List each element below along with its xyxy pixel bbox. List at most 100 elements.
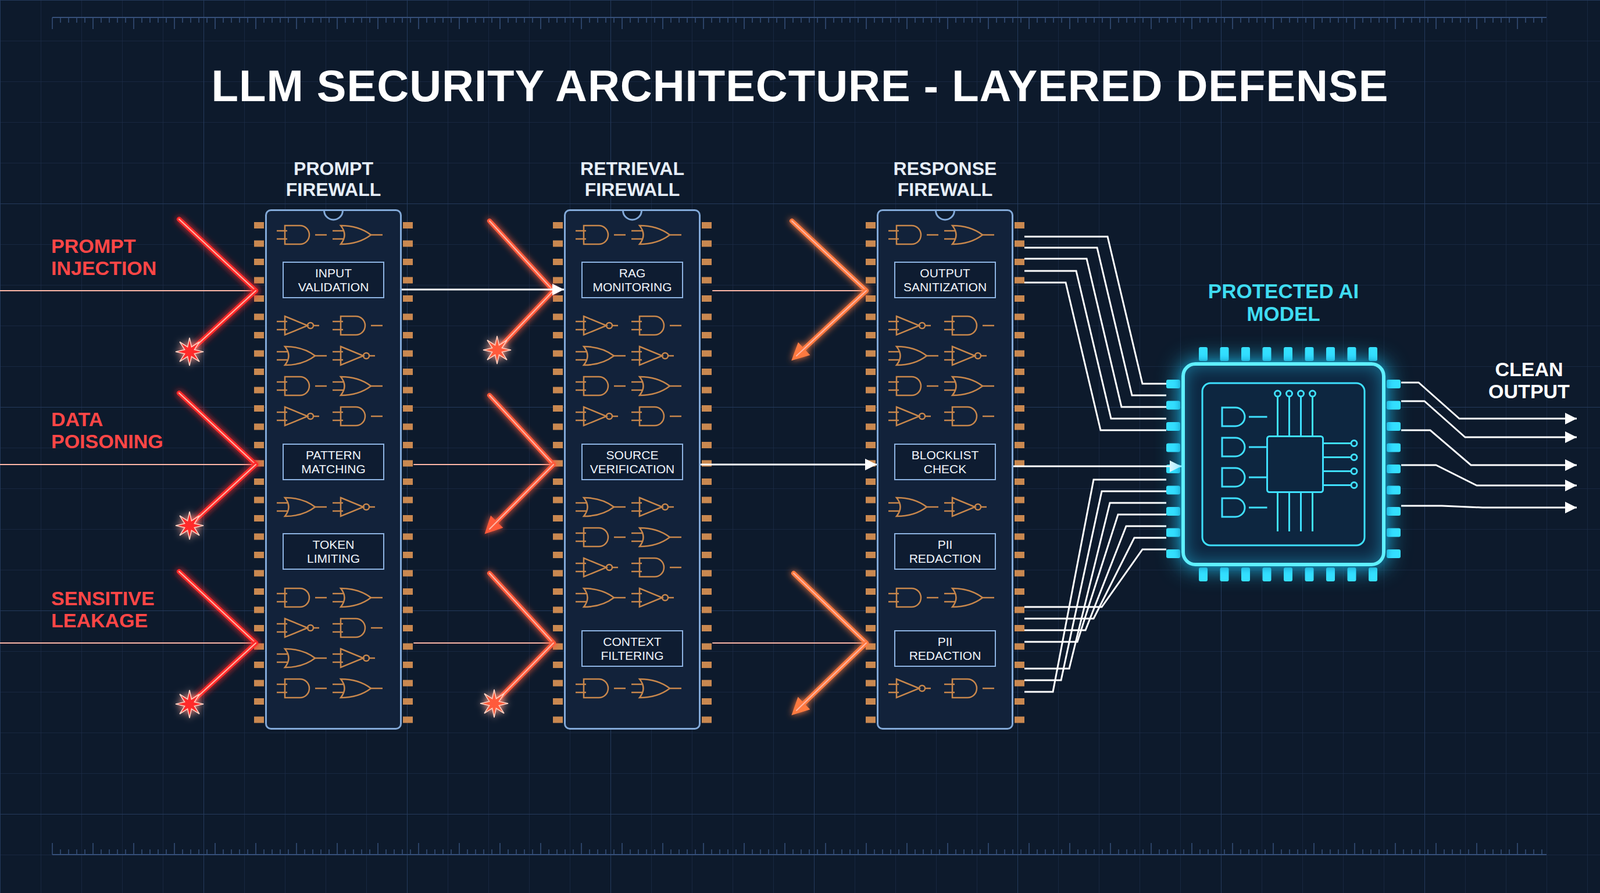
pin [701,570,712,577]
pin [402,716,413,724]
pin [254,497,264,504]
process-box: PII REDACTION [894,533,996,570]
chip-notch [623,210,642,220]
pin [701,643,712,650]
pin [402,588,413,595]
pin [254,295,264,302]
chip-notch [324,210,344,220]
pin [701,331,712,339]
pin [1014,387,1025,394]
pin [1014,441,1025,449]
pin [552,661,563,669]
pin [701,405,712,412]
pin [402,570,413,577]
pin [1014,405,1025,412]
pin [1014,551,1025,559]
process-box: INPUT VALIDATION [282,261,385,299]
pin [552,551,563,559]
pin [402,222,413,229]
threat-arrow [0,219,256,366]
threat-arrow [413,395,554,530]
process-box: PATTERN MATCHING [282,443,385,481]
pin [254,551,264,559]
pin [402,350,413,357]
pin [402,680,413,687]
title: LLM SECURITY ARCHITECTURE - LAYERED DEFE… [0,60,1600,112]
pin [865,460,876,467]
flow-arrow [700,463,877,466]
pin [1014,295,1025,302]
pin [865,441,876,449]
chip-heading: RESPONSE FIREWALL [866,158,1024,201]
pin [254,313,264,321]
pin [552,405,563,412]
pin [254,478,264,485]
pin [402,423,413,431]
process-box: BLOCKLIST CHECK [894,443,996,481]
threat-label: DATA POISONING [51,408,214,453]
pin [402,625,413,632]
pin [865,277,876,284]
ai-model-chip: PROTECTED AI MODEL [1181,362,1386,567]
pin [1014,588,1025,595]
pin [552,606,563,614]
box-label: PII REDACTION [900,634,991,662]
pin [552,533,563,541]
threat-arrow [0,393,256,540]
pin [1014,478,1025,485]
pin [1014,643,1025,650]
pin [865,698,876,705]
pin [865,533,876,541]
pin [402,497,413,504]
ruler [52,17,1547,30]
pin [254,423,264,431]
process-box: PII REDACTION [894,630,996,667]
pin [701,533,712,541]
box-label: RAG MONITORING [587,266,678,294]
pin [254,277,264,284]
threat-arrow [483,220,554,364]
pin [1014,698,1025,705]
output-arrow [1401,505,1577,508]
pin [552,478,563,485]
chip-heading: RETRIEVAL FIREWALL [554,158,712,201]
threat-label: SENSITIVE LEAKAGE [51,587,214,632]
circuit [1202,383,1365,546]
threat-label: PROMPT INJECTION [51,234,214,280]
pin [865,295,876,302]
pin [701,277,712,284]
pin [254,240,264,248]
pin [1014,313,1025,321]
pin [701,698,712,705]
impact-spark [175,511,204,540]
pin [865,497,876,504]
pin [1014,533,1025,541]
pin [402,295,413,302]
pin [254,661,264,669]
impact-spark [480,689,509,718]
pin [552,331,563,339]
pin [552,441,563,449]
box-label: PATTERN MATCHING [288,448,379,475]
pin [701,680,712,687]
pin [865,423,876,431]
pin [701,222,712,229]
pin [865,331,876,339]
pin [1014,277,1025,284]
pin [701,515,712,522]
pin [552,698,563,705]
pin [1014,570,1025,577]
pin [1014,625,1025,632]
process-box: SOURCE VERIFICATION [581,443,684,481]
threat-arrow [413,573,554,718]
process-box: RAG MONITORING [581,261,684,299]
impact-spark [483,336,512,364]
pin [865,478,876,485]
box-label: OUTPUT SANITIZATION [900,266,991,294]
pin [552,295,563,302]
pin [552,350,563,357]
pin [402,661,413,669]
